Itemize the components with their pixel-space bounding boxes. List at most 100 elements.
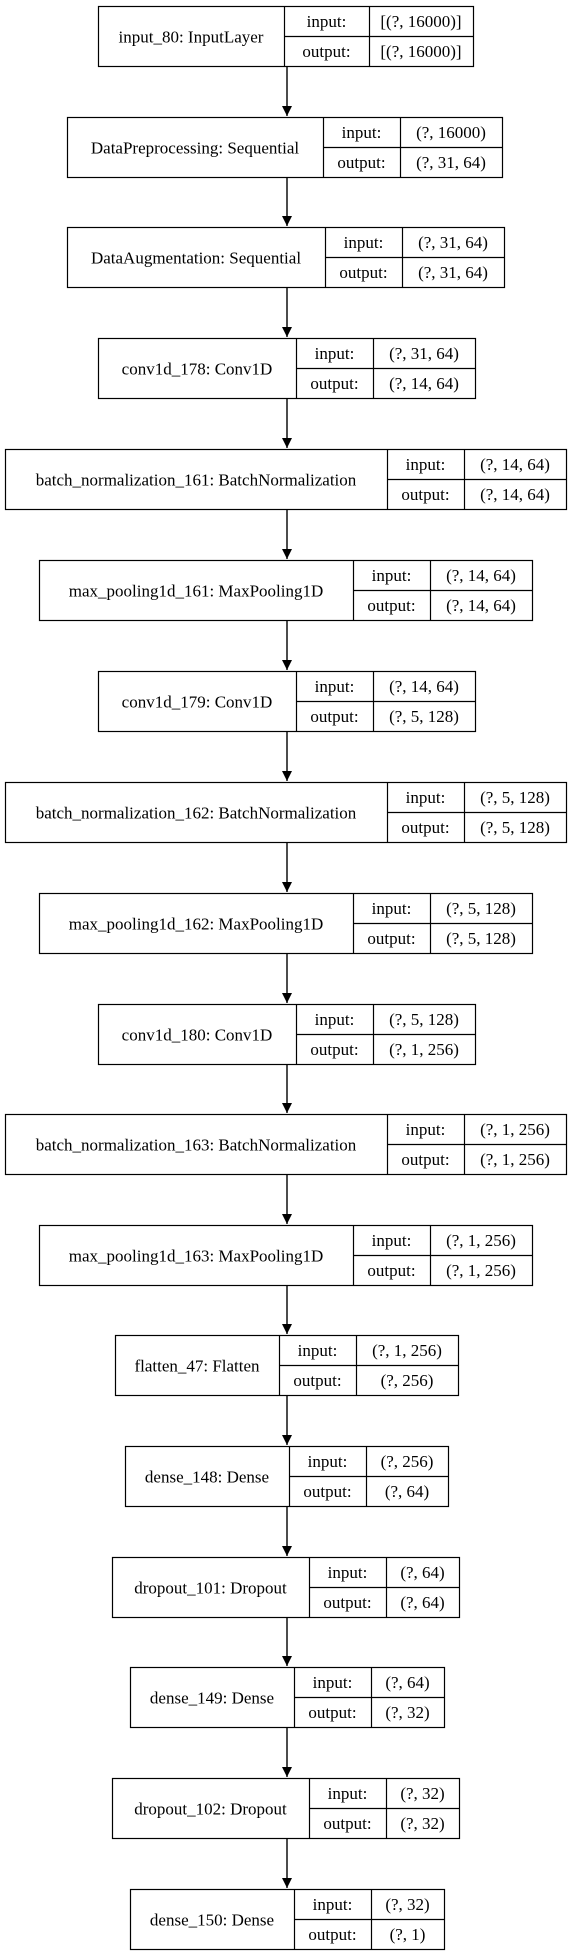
layer-name: conv1d_180: Conv1D: [122, 1026, 273, 1045]
input-shape: (?, 5, 128): [446, 899, 516, 918]
output-shape: (?, 32): [385, 1703, 429, 1722]
input-shape: (?, 14, 64): [389, 677, 459, 696]
layer-name: dense_149: Dense: [150, 1689, 274, 1708]
input-shape: (?, 5, 128): [480, 788, 550, 807]
layer-node: batch_normalization_162: BatchNormalizat…: [4, 781, 568, 844]
input-label: input:: [344, 233, 384, 252]
layer-name: max_pooling1d_162: MaxPooling1D: [69, 915, 324, 934]
layer-name: max_pooling1d_163: MaxPooling1D: [69, 1247, 324, 1266]
layer-node: input_80: InputLayer input: output: [(?, 16…: [97, 5, 475, 68]
input-label: input:: [308, 1452, 348, 1471]
input-label: input:: [298, 1341, 338, 1360]
input-shape: (?, 16000): [416, 123, 486, 142]
input-label: input:: [315, 344, 355, 363]
layer-name: DataPreprocessing: Sequential: [91, 139, 299, 158]
layer-name: dense_148: Dense: [145, 1468, 269, 1487]
layer-name: max_pooling1d_161: MaxPooling1D: [69, 582, 324, 601]
input-shape: (?, 32): [385, 1895, 429, 1914]
layer-node: conv1d_179: Conv1D input: output: (?, 14, 6…: [97, 670, 477, 733]
layer-node: max_pooling1d_162: MaxPooling1D input: out…: [38, 892, 534, 955]
output-shape: (?, 5, 128): [389, 707, 459, 726]
input-label: input:: [406, 1120, 446, 1139]
input-label: input:: [342, 123, 382, 142]
layer-name: dropout_102: Dropout: [134, 1800, 287, 1819]
output-label: output:: [367, 1261, 415, 1280]
input-label: input:: [328, 1563, 368, 1582]
input-shape: (?, 1, 256): [446, 1231, 516, 1250]
input-shape: (?, 64): [385, 1673, 429, 1692]
layer-node: max_pooling1d_163: MaxPooling1D input: out…: [38, 1224, 534, 1287]
output-label: output:: [367, 929, 415, 948]
layer-name: input_80: InputLayer: [119, 28, 264, 47]
layer-nodes: input_80: InputLayer input: output: [(?, 16…: [4, 5, 568, 1951]
layer-node: dense_148: Dense input: output: (?, 256) (?,…: [124, 1445, 450, 1508]
input-label: input:: [315, 677, 355, 696]
output-label: output:: [302, 42, 350, 61]
input-shape: (?, 64): [400, 1563, 444, 1582]
output-shape: (?, 14, 64): [480, 485, 550, 504]
layer-name: conv1d_178: Conv1D: [122, 360, 273, 379]
output-shape: (?, 5, 128): [446, 929, 516, 948]
output-label: output:: [401, 818, 449, 837]
output-label: output:: [339, 263, 387, 282]
output-label: output:: [310, 1040, 358, 1059]
input-label: input:: [313, 1895, 353, 1914]
output-shape: (?, 256): [381, 1371, 434, 1390]
input-shape: (?, 31, 64): [389, 344, 459, 363]
output-shape: (?, 1): [390, 1925, 426, 1944]
output-shape: (?, 64): [385, 1482, 429, 1501]
output-shape: (?, 31, 64): [418, 263, 488, 282]
input-shape: (?, 256): [381, 1452, 434, 1471]
output-label: output:: [323, 1593, 371, 1612]
output-label: output:: [308, 1925, 356, 1944]
output-label: output:: [367, 596, 415, 615]
input-label: input:: [315, 1010, 355, 1029]
input-label: input:: [372, 1231, 412, 1250]
layer-name: DataAugmentation: Sequential: [91, 249, 301, 268]
input-label: input:: [406, 455, 446, 474]
output-label: output:: [337, 153, 385, 172]
input-label: input:: [406, 788, 446, 807]
layer-node: batch_normalization_163: BatchNormalizat…: [4, 1113, 568, 1176]
layer-name: batch_normalization_161: BatchNormalizat…: [36, 471, 357, 490]
output-shape: (?, 5, 128): [480, 818, 550, 837]
layer-name: batch_normalization_163: BatchNormalizat…: [36, 1136, 357, 1155]
output-shape: (?, 32): [400, 1814, 444, 1833]
layer-node: max_pooling1d_161: MaxPooling1D input: out…: [38, 559, 534, 622]
output-label: output:: [303, 1482, 351, 1501]
input-shape: (?, 14, 64): [446, 566, 516, 585]
layer-box: [4, 448, 568, 511]
output-label: output:: [310, 374, 358, 393]
input-label: input:: [372, 566, 412, 585]
output-label: output:: [308, 1703, 356, 1722]
input-shape: (?, 5, 128): [389, 1010, 459, 1029]
input-label: input:: [307, 12, 347, 31]
input-label: input:: [313, 1673, 353, 1692]
input-label: input:: [372, 899, 412, 918]
input-shape: (?, 1, 256): [372, 1341, 442, 1360]
layer-name: conv1d_179: Conv1D: [122, 693, 273, 712]
output-shape: (?, 14, 64): [389, 374, 459, 393]
layer-node: DataAugmentation: Sequential input: output…: [66, 226, 506, 289]
output-label: output:: [310, 707, 358, 726]
layer-node: batch_normalization_161: BatchNormalizat…: [4, 448, 568, 511]
output-shape: (?, 14, 64): [446, 596, 516, 615]
layer-name: dropout_101: Dropout: [134, 1579, 287, 1598]
output-shape: (?, 1, 256): [389, 1040, 459, 1059]
layer-node: DataPreprocessing: Sequential input: outpu…: [66, 116, 504, 179]
layer-node: conv1d_178: Conv1D input: output: (?, 31, 6…: [97, 337, 477, 400]
input-shape: (?, 14, 64): [480, 455, 550, 474]
output-label: output:: [401, 485, 449, 504]
output-shape: (?, 1, 256): [480, 1150, 550, 1169]
input-shape: (?, 31, 64): [418, 233, 488, 252]
layer-node: dropout_101: Dropout input: output: (?, 64)…: [111, 1556, 461, 1619]
input-label: input:: [328, 1784, 368, 1803]
output-shape: [(?, 16000)]: [380, 42, 461, 61]
layer-name: batch_normalization_162: BatchNormalizat…: [36, 804, 357, 823]
output-label: output:: [401, 1150, 449, 1169]
layer-name: flatten_47: Flatten: [134, 1357, 260, 1376]
